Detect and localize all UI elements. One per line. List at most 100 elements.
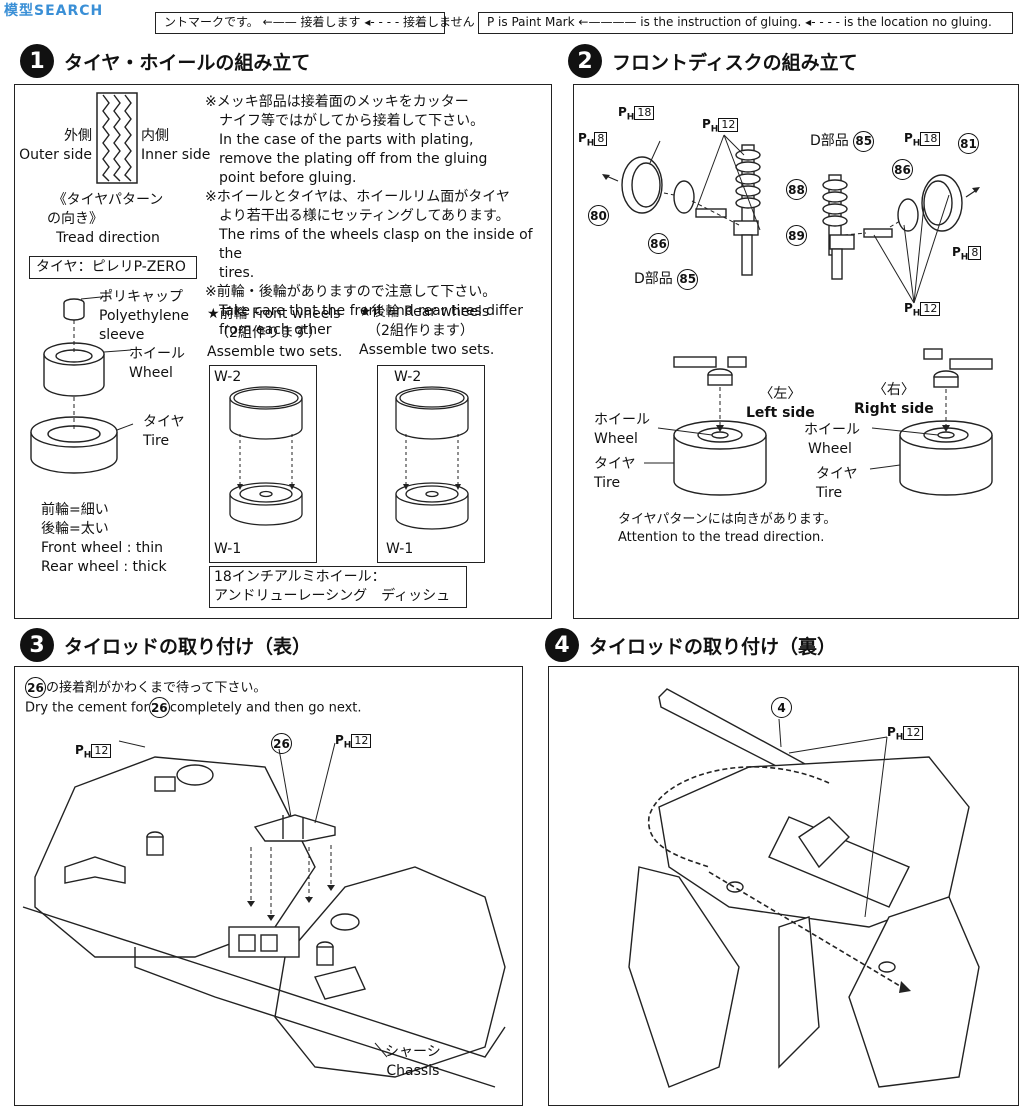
rear-w1-label: W-1 [386, 541, 414, 557]
ph8-left: 8 [594, 132, 608, 146]
left-right-tire-drawing [644, 348, 993, 496]
tread-note-en: Attention to the tread direction. [618, 530, 825, 545]
tire-label-jp: タイヤ [143, 414, 185, 430]
chassis-label-en: Chassis [386, 1063, 440, 1079]
d-part-top: D部品 85 [810, 131, 875, 152]
dry-note-jp-text: の接着剤がかわくまで待って下さい。 [46, 680, 267, 696]
part-80: 80 [588, 205, 609, 226]
wheel-left-en: Wheel [594, 431, 638, 447]
outer-label-jp: 外側 [64, 128, 92, 144]
ph12-bottom: 12 [920, 302, 941, 316]
rear-thick-jp: 後輪=太い [41, 521, 109, 537]
step1-title-text: タイヤ・ホイールの組み立て [64, 51, 311, 74]
step4-number: 4 [545, 628, 579, 662]
front-sets-en: Assemble two sets. [207, 344, 343, 360]
wheel-name-line2: アンドリューレーシング ディッシュ [214, 588, 451, 604]
note1-jp2: ナイフ等ではがしてから接着して下さい。 [219, 113, 485, 129]
inner-label-en: Inner side [141, 147, 211, 163]
tread-note-jp: タイヤパターンには向きがあります。 [618, 512, 837, 527]
step4-title-text: タイロッドの取り付け（裏） [589, 635, 837, 658]
rear-thick-en: Rear wheel : thick [41, 559, 167, 575]
legend-no-glue-jp: 接着しません [403, 15, 475, 29]
note2-jp1: ※ホイールとタイヤは、ホイールリム面がタイヤ [205, 189, 510, 205]
chassis-rear-drawing [628, 688, 980, 1088]
glue-arrow-en: ←———— [578, 15, 637, 29]
dry-note-en-a: Dry the cement for [25, 700, 149, 716]
tire-left-jp: タイヤ [594, 456, 636, 472]
chassis-front-drawing [22, 740, 506, 1088]
part-89: 89 [786, 225, 807, 246]
note1-en1: In the case of the parts with plating, [219, 132, 474, 148]
tread-direction-jp1: 《タイヤパターン [52, 192, 164, 208]
ph12-top: 12 [718, 118, 739, 132]
tire-label-en: Tire [143, 433, 170, 449]
inner-label-jp: 内側 [141, 128, 169, 144]
wheel-left-jp: ホイール [594, 412, 650, 428]
legend-glue-jp: 接着します [300, 15, 361, 29]
part-81: 81 [958, 133, 979, 154]
legend-paint-mark-jp: ントマークです。 [164, 15, 259, 29]
front-disc-drawing [602, 134, 980, 304]
ph12-step3-a: 12 [91, 744, 112, 758]
polycap-label-en1: Polyethylene [99, 308, 189, 324]
ph12-step3-b: 12 [351, 734, 372, 748]
tire-left-en: Tire [594, 475, 621, 491]
front-wheel-drawing [229, 386, 303, 526]
wheel-right-en: Wheel [808, 441, 852, 457]
wheel-exploded-drawing [30, 295, 134, 474]
front-thin-en: Front wheel : thin [41, 540, 164, 556]
rear-sets-en: Assemble two sets. [359, 342, 495, 358]
left-side-en: Left side [746, 405, 815, 421]
step3-title: 3 タイロッドの取り付け（表） [20, 628, 311, 662]
front-wheel-box: W-2 W-1 [209, 365, 317, 563]
step2-title-text: フロントディスクの組み立て [612, 51, 858, 74]
note3-en1: Take care that the front and rear tires … [219, 303, 523, 319]
no-glue-arrow-en: ◂- - - - [805, 15, 840, 29]
step2-title: 2 フロントディスクの組み立て [568, 44, 858, 78]
step4-title: 4 タイロッドの取り付け（裏） [545, 628, 836, 662]
ph18-left: 18 [634, 106, 655, 120]
step2-number: 2 [568, 44, 602, 78]
note1-jp1: ※メッキ部品は接着面のメッキをカッター [205, 94, 469, 110]
watermark: 模型SEARCH [4, 3, 104, 19]
wheel-right-jp: ホイール [804, 422, 860, 438]
dry-note-en-b: completely and then go next. [169, 700, 362, 716]
legend-paint-mark-en: P is Paint Mark [487, 15, 575, 29]
note3-jp: ※前輪・後輪がありますので注意して下さい。 [205, 284, 497, 300]
part-88: 88 [786, 179, 807, 200]
rear-wheel-box: W-2 W-1 [377, 365, 485, 563]
legend-jp: ントマークです。 ←—— 接着します ◂- - - - 接着しません [155, 12, 475, 34]
front-wheels-label: ★前輪 Front wheels [207, 306, 341, 322]
outer-label-en: Outer side [19, 147, 92, 163]
tire-name-label: タイヤ：ピレリP-ZERO [29, 256, 197, 279]
rear-wheels-label: ★後輪 Rear wheels [359, 304, 490, 320]
step1-panel: 外側 Outer side 内側 Inner side 《タイヤパターン の向き… [14, 84, 552, 619]
tread-direction-jp2: の向き》 [47, 211, 103, 227]
part-85-bottom: 85 [677, 269, 699, 290]
right-side-jp: 〈右〉 [872, 382, 915, 398]
glue-arrow: ←—— [262, 15, 297, 29]
wheel-label-jp: ホイール [129, 346, 185, 362]
part-86-right: 86 [892, 159, 913, 180]
ph8-right: 8 [968, 246, 982, 260]
part-86-left: 86 [648, 233, 669, 254]
front-sets-jp: （2組作ります） [215, 325, 322, 341]
wheel-name-line1: 18インチアルミホイール： [214, 569, 386, 585]
legend-glue-en: is the instruction of gluing. [640, 15, 802, 29]
part-85-top: 85 [853, 131, 875, 152]
legend-no-glue-en: is the location no gluing. [843, 15, 992, 29]
note2-en2: tires. [219, 265, 255, 281]
note2-jp2: より若干出る様にセッティングしてあります。 [219, 208, 510, 224]
part-4: 4 [771, 697, 792, 718]
